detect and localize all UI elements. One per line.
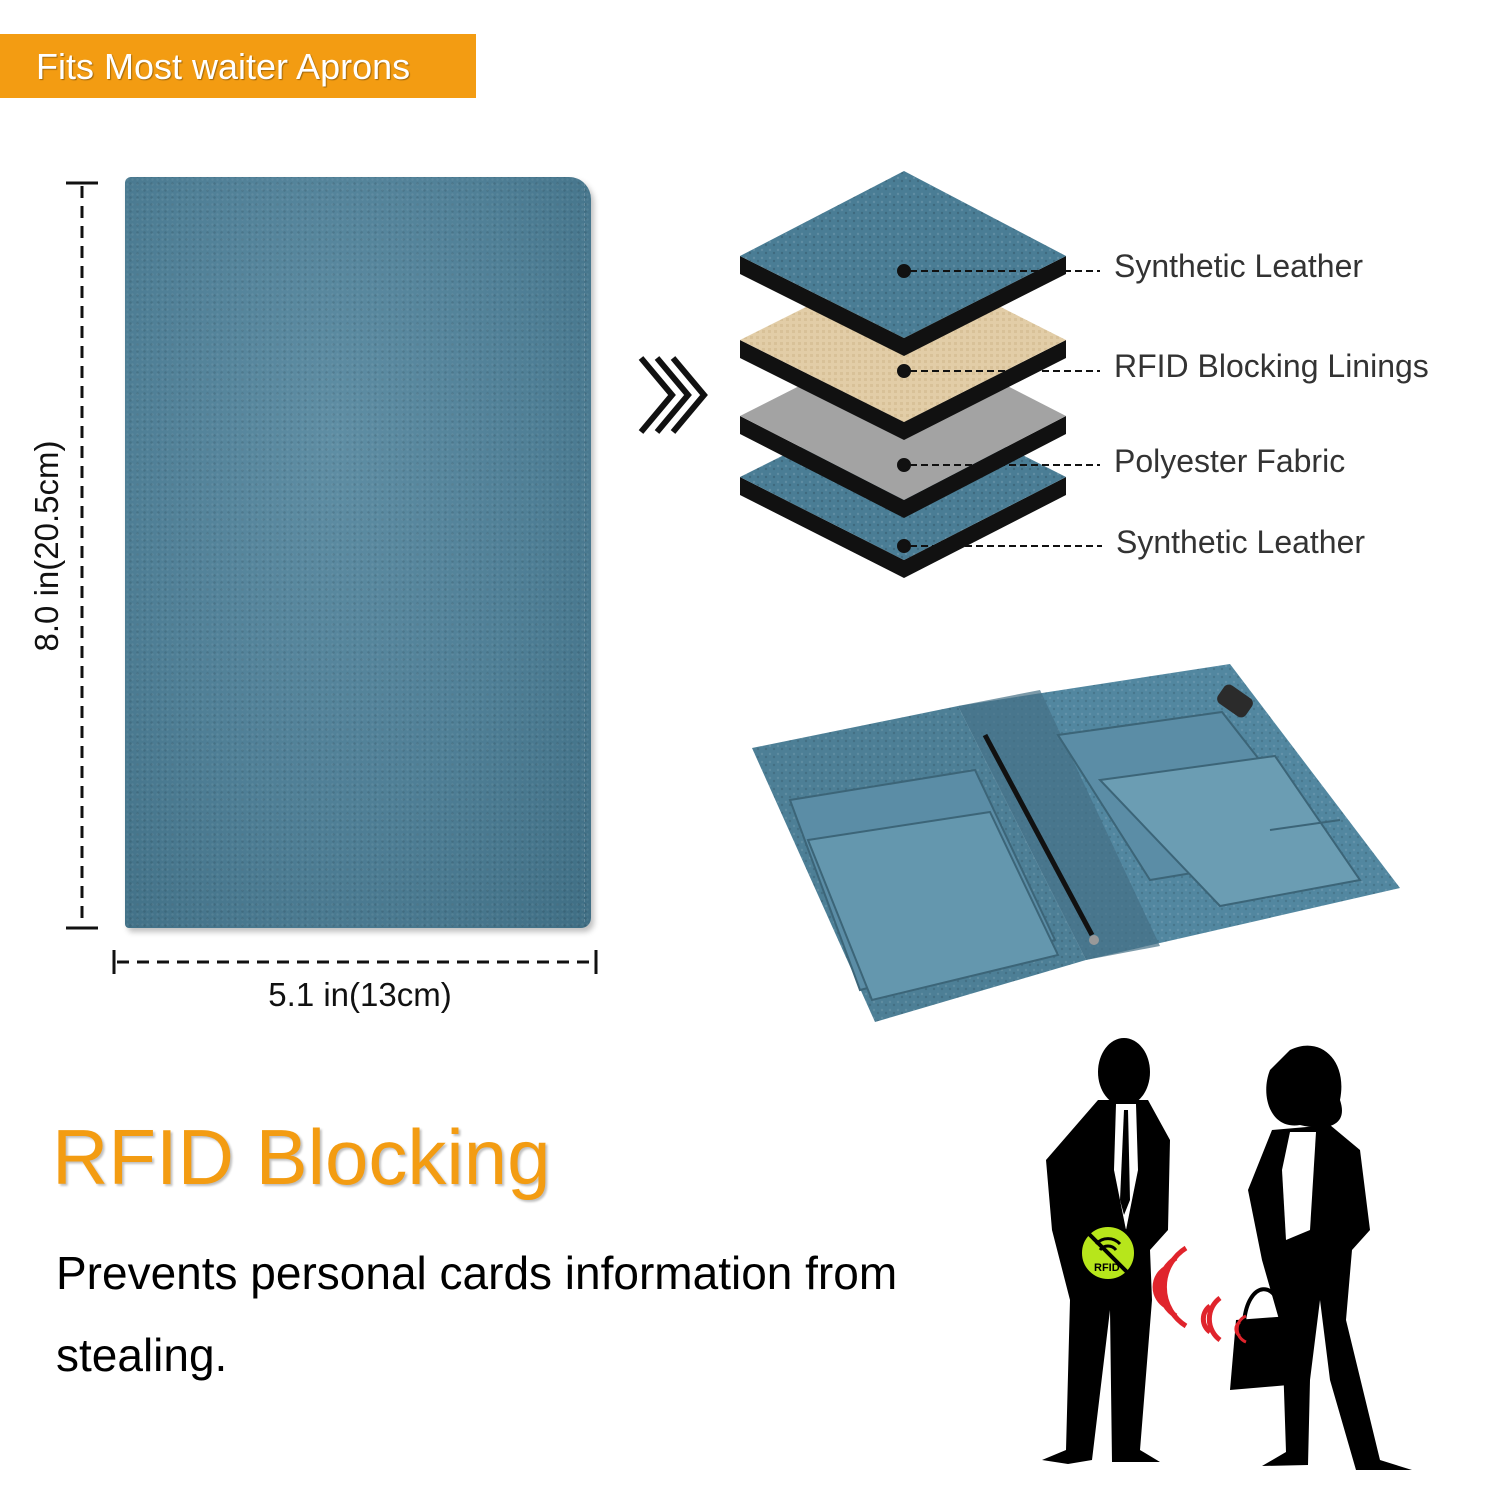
layer-label-3: Polyester Fabric [1114, 443, 1346, 479]
banner-text: Fits Most waiter Aprons [36, 46, 411, 87]
layer-label-4: Synthetic Leather [1116, 524, 1366, 560]
top-banner: Fits Most waiter Aprons [0, 34, 476, 98]
rfid-headline: RFID Blocking [52, 1113, 551, 1201]
rfid-blocked-icon [1078, 1223, 1138, 1283]
rfid-icon-label: RFID [1094, 1262, 1120, 1274]
woman-silhouette [1248, 1045, 1412, 1470]
layer-label-1: Synthetic Leather [1114, 248, 1364, 284]
layer-label-2: RFID Blocking Linings [1114, 348, 1429, 384]
layer-1-synthetic-leather [740, 171, 1066, 356]
width-dimension-label: 5.1 in(13cm) [268, 976, 452, 1013]
rfid-signal-icon [1152, 1245, 1222, 1343]
rfid-description: Prevents personal cards information from… [56, 1247, 898, 1381]
closed-cover-image [125, 177, 591, 928]
